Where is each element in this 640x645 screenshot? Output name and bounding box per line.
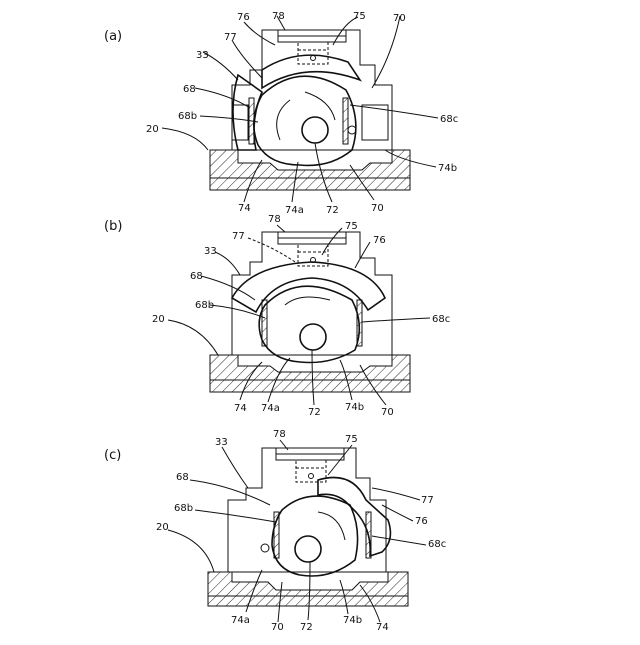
- shoe-68c: [366, 512, 371, 558]
- label-b-75: 75: [345, 221, 358, 232]
- housing-70: [232, 232, 392, 355]
- label-c-74: 74: [376, 622, 389, 633]
- label-a-68: 68: [183, 84, 196, 95]
- panel-label-a: (a): [104, 29, 122, 44]
- shoe-68c: [343, 98, 348, 144]
- label-b-68: 68: [190, 271, 203, 282]
- label-a-78: 78: [272, 11, 285, 22]
- label-a-70-bottom: 70: [371, 203, 384, 214]
- label-b-77: 77: [232, 231, 245, 242]
- label-b-20: 20: [152, 314, 165, 325]
- label-a-77: 77: [224, 32, 237, 43]
- label-a-74b: 74b: [438, 163, 457, 174]
- label-b-78: 78: [268, 214, 281, 225]
- label-a-20: 20: [146, 124, 159, 135]
- panel-a: (a): [104, 11, 458, 216]
- label-a-74: 74: [238, 203, 251, 214]
- label-c-68: 68: [176, 472, 189, 483]
- label-c-20: 20: [156, 522, 169, 533]
- label-c-68c: 68c: [428, 539, 446, 550]
- label-b-33: 33: [204, 246, 217, 257]
- label-a-76: 76: [237, 12, 250, 23]
- shoe-68b: [262, 300, 267, 346]
- label-b-72: 72: [308, 407, 321, 418]
- label-a-75: 75: [353, 11, 366, 22]
- label-a-70-top: 70: [393, 13, 406, 24]
- label-a-68c: 68c: [440, 114, 458, 125]
- label-b-74: 74: [234, 403, 247, 414]
- label-c-68b: 68b: [174, 503, 193, 514]
- panel-c: (c) 78 75 33: [104, 429, 446, 633]
- label-a-33: 33: [196, 50, 209, 61]
- label-b-74b: 74b: [345, 402, 364, 413]
- housing-70: [228, 448, 386, 572]
- label-c-75: 75: [345, 434, 358, 445]
- label-c-76: 76: [415, 516, 428, 527]
- label-b-76: 76: [373, 235, 386, 246]
- label-a-68b: 68b: [178, 111, 197, 122]
- label-b-74a: 74a: [261, 403, 280, 414]
- label-c-74a: 74a: [231, 615, 250, 626]
- panel-label-b: (b): [104, 219, 122, 234]
- shoe-68b: [274, 512, 279, 558]
- label-a-74a: 74a: [285, 205, 304, 216]
- label-c-33: 33: [215, 437, 228, 448]
- label-a-72: 72: [326, 205, 339, 216]
- panel-label-c: (c): [104, 448, 121, 463]
- label-c-77: 77: [421, 495, 434, 506]
- label-b-68b: 68b: [195, 300, 214, 311]
- label-b-68c: 68c: [432, 314, 450, 325]
- panel-b: (b) 78 75 77: [104, 214, 450, 418]
- label-b-70: 70: [381, 407, 394, 418]
- label-c-70: 70: [271, 622, 284, 633]
- label-c-78: 78: [273, 429, 286, 440]
- label-c-74b: 74b: [343, 615, 362, 626]
- label-c-72: 72: [300, 622, 313, 633]
- shoe-68c: [357, 300, 362, 346]
